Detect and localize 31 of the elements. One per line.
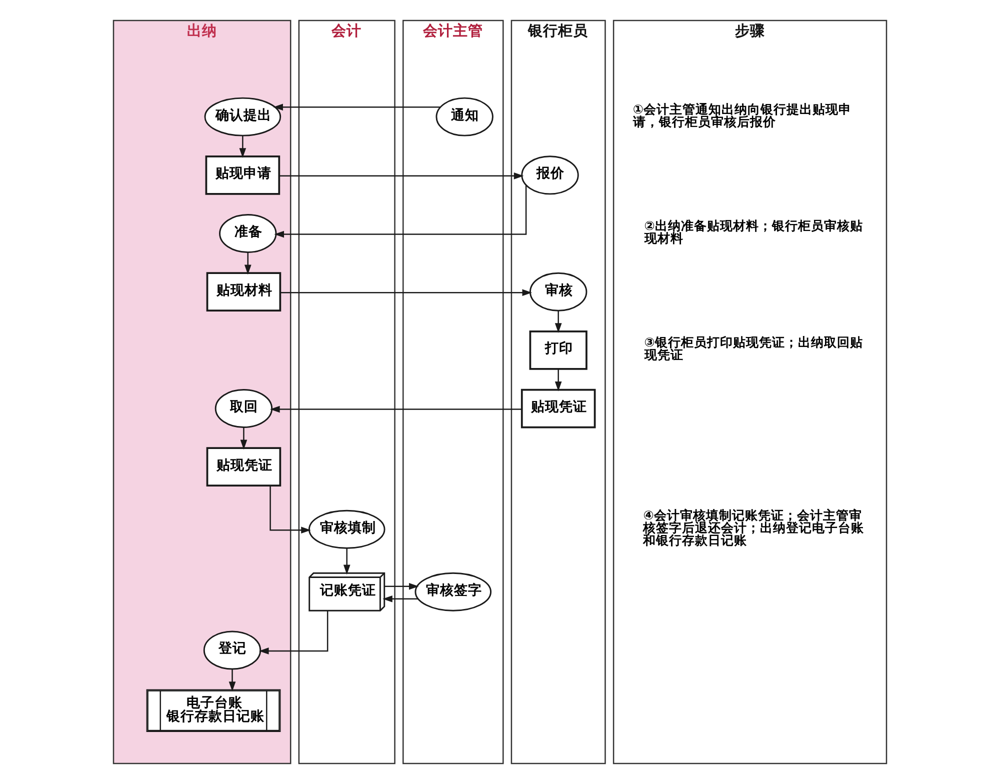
node-box: 步骤 ①会计主管通知出纳向银行提出贴现申请，银行柜员审核后报价 ②出纳准备贴现材料；银行柜员审核贴现材料 ③银行柜员打印贴现凭证；出纳取回贴现凭证 ④会计审核填制记账凭证；会计主管审核签字后退还会计；出纳登记电子台账和银行存款日记账 bbox=[612, 20, 887, 764]
node-ellipse: 审核填制 bbox=[308, 510, 385, 549]
node-ellipse: 准备 bbox=[218, 214, 276, 253]
arrow bbox=[280, 289, 532, 296]
arrow bbox=[269, 486, 310, 534]
arrow bbox=[244, 252, 251, 275]
arrow bbox=[258, 610, 328, 654]
arrow bbox=[554, 368, 562, 392]
node-ellipse: 报价 bbox=[520, 156, 578, 195]
arrow bbox=[554, 310, 562, 333]
node-ellipse: 登记 bbox=[202, 630, 261, 670]
arrow bbox=[240, 427, 247, 450]
node-box: 贴现凭证 bbox=[206, 447, 281, 487]
arrow bbox=[274, 185, 526, 238]
arrow bbox=[382, 595, 418, 602]
arrow bbox=[342, 548, 350, 575]
node-box: 贴现凭证 bbox=[520, 388, 596, 428]
node-ellipse: 确认提出 bbox=[204, 97, 281, 136]
node-ellipse: 审核签字 bbox=[414, 572, 492, 612]
arrow bbox=[228, 669, 236, 692]
node-ellipse: 审核 bbox=[528, 272, 587, 312]
node-box: 打印 bbox=[528, 330, 587, 370]
arrow bbox=[384, 582, 418, 590]
node-box: 贴现申请 bbox=[204, 155, 280, 195]
node-ellipse: 取回 bbox=[214, 389, 272, 428]
arrow bbox=[238, 136, 246, 158]
arrow bbox=[270, 406, 522, 413]
node-ellipse: 通知 bbox=[435, 97, 493, 136]
node-box: 贴现材料 bbox=[206, 272, 281, 312]
arrow bbox=[278, 172, 524, 180]
arrow bbox=[272, 104, 440, 111]
